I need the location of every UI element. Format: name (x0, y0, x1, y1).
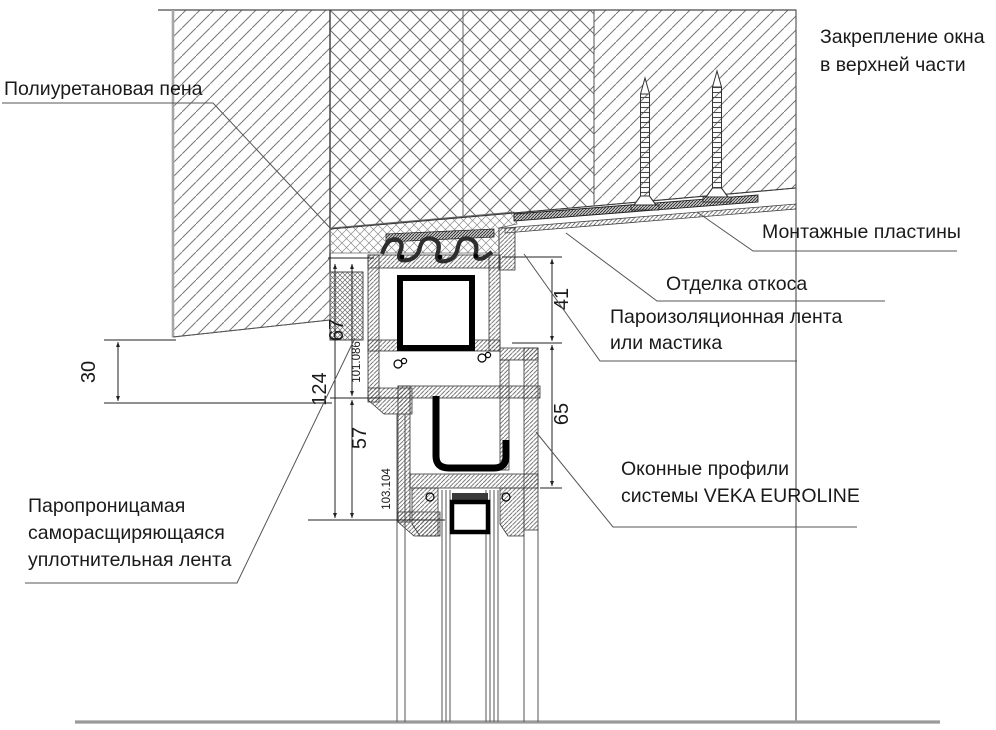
masonry-wall-left (172, 9, 331, 338)
sash-article-number: 103.104 (381, 468, 393, 510)
sash-profile (397, 347, 541, 537)
leader-lines (2, 102, 957, 584)
dim-65: 65 (551, 403, 573, 425)
glazing-gaskets (425, 492, 511, 502)
insulation-layer (329, 9, 595, 230)
sash-steel-reinforcement (432, 396, 510, 472)
dim-67: 67 (326, 319, 348, 341)
glazing-unit (396, 414, 539, 722)
fixing-screw-left (630, 76, 660, 211)
leader-foam (2, 102, 333, 231)
dim-30: 30 (78, 361, 100, 383)
label-veka-profiles: Оконные профили системы VEKA EUROLINE (621, 458, 860, 507)
label-polyurethane-foam: Полиуретановая пена (4, 78, 203, 100)
glazing-spacer (449, 493, 491, 535)
leader-plates (696, 211, 957, 252)
leader-vapour (523, 253, 797, 362)
dim-57: 57 (349, 427, 371, 449)
vapour-barrier-tape (380, 228, 495, 264)
dimension-texts: 30 67 124 57 41 65 101.086 103.104 (78, 288, 573, 510)
label-mounting-plates: Монтажные пластины (762, 221, 961, 243)
dim-41: 41 (551, 288, 573, 310)
label-psul-tape: Паропроницамая саморасщиряющаяся уплотни… (28, 495, 232, 571)
leader-profiles (535, 431, 857, 528)
label-vapour-barrier: Пароизоляционная лента или мастика (610, 306, 843, 354)
frame-article-number: 101.086 (351, 341, 363, 383)
frame-sash-gaskets (393, 351, 492, 369)
label-window-fixing-top: Закрепление окна в верхней части (820, 26, 985, 76)
label-slope-finish: Отделка откоса (666, 273, 808, 295)
frame-steel-reinforcement (397, 275, 475, 351)
dimension-lines (104, 256, 562, 521)
masonry-wall-right (593, 9, 797, 207)
dim-124: 124 (309, 372, 331, 405)
leader-slope-finish (565, 232, 885, 302)
leader-psul (25, 337, 356, 584)
structural-lines (75, 9, 940, 724)
fixing-screw-right (702, 69, 732, 203)
